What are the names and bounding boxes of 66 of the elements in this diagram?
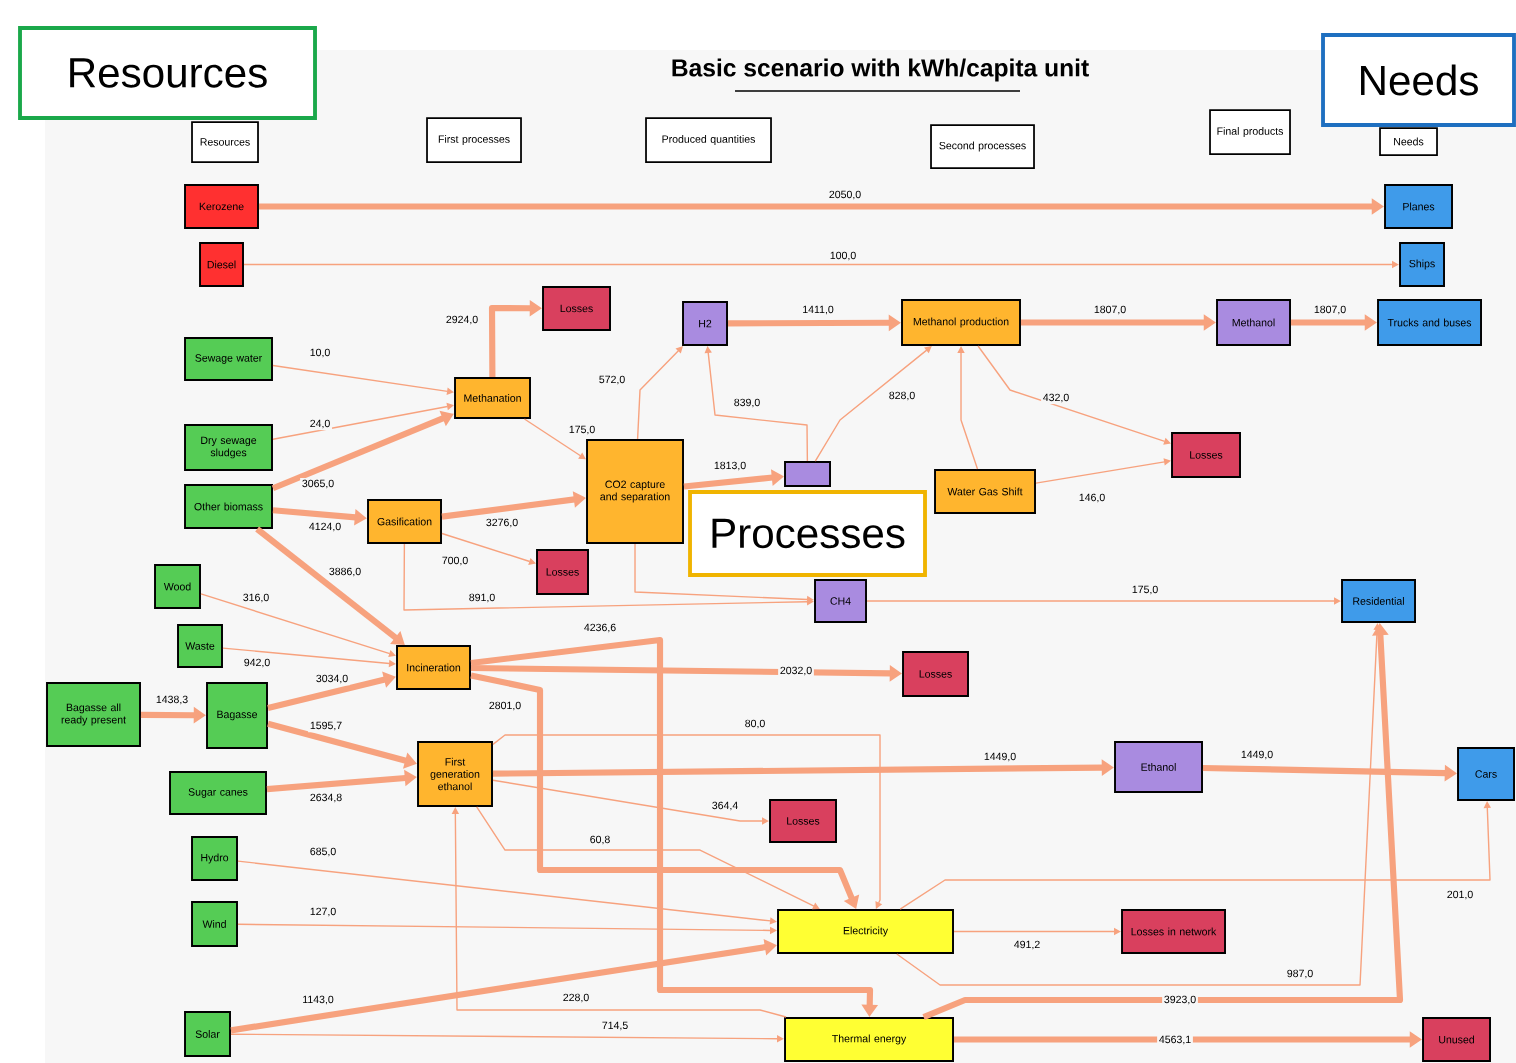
resource-box: Wind [191,901,238,947]
flow-arrow [272,364,454,395]
flow-arrow [1035,458,1171,484]
flow-arrow [476,806,820,910]
flow-arrow [704,346,809,462]
flow-arrow [451,807,787,1018]
need-box: Trucks and buses [1377,299,1482,346]
resource-box: Diesel [199,242,244,287]
flow-arrow [237,860,777,925]
resource-box: Sewage water [184,337,273,381]
flow-arrow [272,402,454,440]
resource-box: Dry sewage sludges [184,424,273,471]
flow-arrow [492,779,769,825]
flow-arrow [866,597,1341,605]
resource-box: Hydro [191,836,238,881]
product-box: Ethanol [1114,741,1203,793]
loss-box: Losses [536,549,589,595]
flow-arrow [636,346,683,440]
energy-box: Thermal energy [784,1017,954,1062]
process-box: CO2 capture and separation [586,439,684,544]
loss-box: Losses [1171,432,1241,478]
resource-box: Wood [154,564,201,609]
flow-arrow [896,623,1381,986]
loss-box: Losses in network [1121,909,1226,954]
process-box: Gasification [367,499,442,544]
resource-box: Kerozene [184,184,259,229]
flow-arrow [492,734,883,909]
process-box: Water Gas Shift [934,469,1036,514]
resource-box: Waste [177,624,223,668]
need-box: Planes [1384,184,1453,229]
flow-arrow [441,532,536,565]
title: Basic scenario with kWh/capita unit [672,58,1089,92]
energy-box: Electricity [777,909,954,954]
process-box: Methanation [454,377,531,419]
product-box [784,461,831,487]
resource-box: Solar [184,1011,231,1057]
product-box: CH4 [814,579,867,623]
flow-arrow [255,526,405,645]
column-header: Second processes [930,124,1035,169]
loss-box: Unused [1422,1017,1491,1062]
resource-box: Sugar canes [169,771,267,815]
process-box: First generation ethanol [417,741,493,807]
column-header: Produced quantities [645,117,772,163]
need-box: Ships [1399,242,1445,287]
flow-arrow [977,345,1171,445]
column-header: Resources [191,121,259,163]
flow-arrow [814,346,932,462]
flow-arrow [403,543,814,611]
product-box: Methanol [1216,299,1291,346]
flow-arrow [957,346,979,470]
column-header: Final products [1209,109,1291,155]
process-box: Methanol production [901,299,1021,346]
loss-box: Losses [769,799,837,843]
column-header: Needs [1379,127,1438,156]
product-box: H2 [682,301,728,346]
need-box: Residential [1341,579,1416,623]
loss-box: Losses [902,651,969,697]
column-header: First processes [426,117,522,163]
resource-box: Other biomass [184,484,273,529]
flow-arrow [523,418,586,460]
resource-box: Bagasse all ready present [46,682,141,747]
loss-box: Losses [542,286,611,331]
process-box: Incineration [396,645,471,690]
resource-box: Bagasse [206,682,268,749]
need-box: Cars [1457,747,1515,801]
section-heading: Processes [688,490,927,577]
